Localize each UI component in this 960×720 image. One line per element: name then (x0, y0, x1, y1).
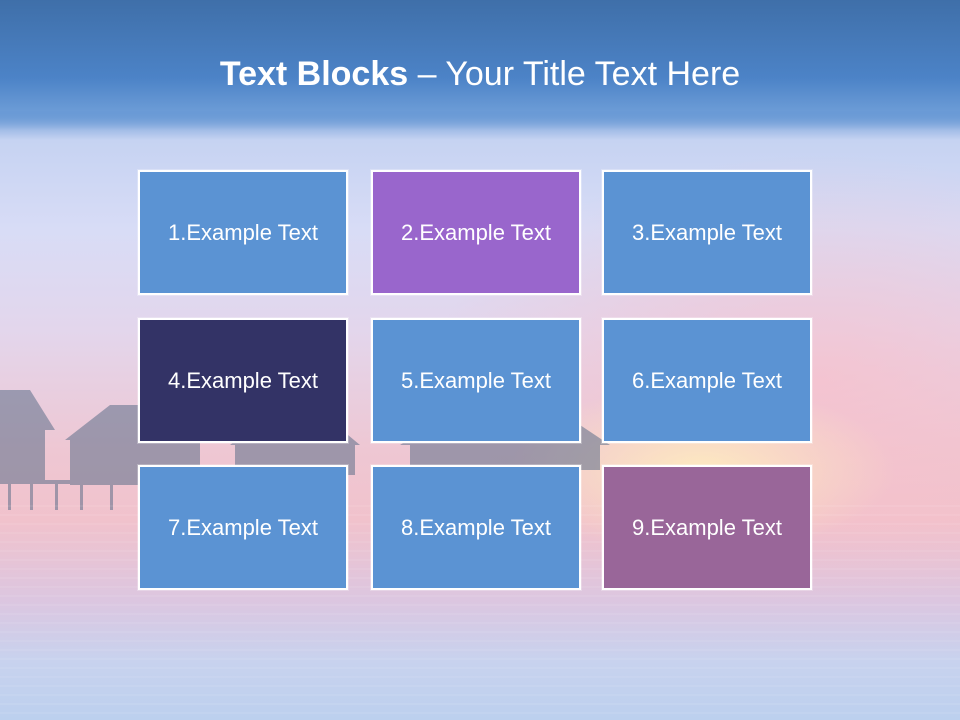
title-band (0, 0, 960, 130)
text-block-label: 8.Example Text (400, 514, 551, 540)
title-bold-part: Text Blocks (219, 55, 409, 93)
text-block-label: 5.Example Text (400, 367, 551, 393)
text-block-3: 3.Example Text (602, 170, 812, 295)
text-block-label: 4.Example Text (167, 367, 318, 393)
text-blocks-grid: 1.Example Text 2.Example Text 3.Example … (138, 170, 816, 594)
text-block-label: 7.Example Text (167, 514, 318, 540)
text-block-9: 9.Example Text (602, 465, 812, 590)
text-block-6: 6.Example Text (602, 318, 812, 443)
text-block-label: 9.Example Text (631, 514, 782, 540)
text-block-2: 2.Example Text (371, 170, 581, 295)
title-regular-part: Your Title Text Here (445, 55, 741, 93)
text-block-7: 7.Example Text (138, 465, 348, 590)
text-block-4: 4.Example Text (138, 318, 348, 443)
text-block-label: 3.Example Text (631, 219, 782, 245)
text-block-5: 5.Example Text (371, 318, 581, 443)
slide-title: Text Blocks – Your Title Text Here (0, 52, 960, 96)
text-block-label: 1.Example Text (167, 219, 318, 245)
title-separator: – (408, 55, 446, 93)
text-block-label: 6.Example Text (631, 367, 782, 393)
text-block-1: 1.Example Text (138, 170, 348, 295)
text-block-label: 2.Example Text (400, 219, 551, 245)
text-block-8: 8.Example Text (371, 465, 581, 590)
